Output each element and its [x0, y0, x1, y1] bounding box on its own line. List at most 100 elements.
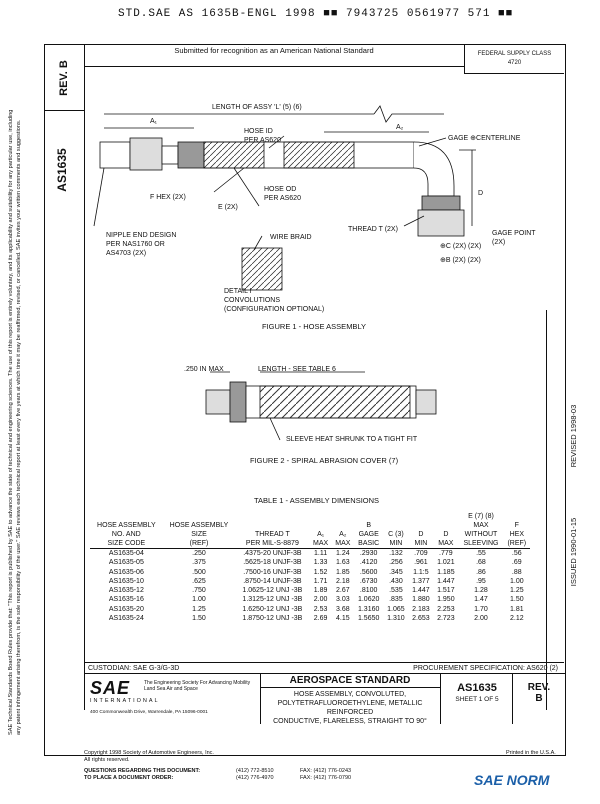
fig2-max-label: .250 IN MAX	[184, 366, 224, 373]
table-cell: 1.28	[474, 587, 488, 595]
fig1-hose-od-label: HOSE OD	[264, 186, 297, 193]
table-cell: 1.00	[509, 577, 524, 585]
title-line-3: CONDUCTIVE, FLARELESS, STRAIGHT TO 90°	[273, 718, 427, 725]
table-cell: 2.18	[336, 577, 350, 585]
table-cell: 3.68	[336, 605, 350, 613]
table-cell: 2.53	[313, 605, 328, 613]
table-header-line: HOSE ASSEMBLY	[97, 522, 156, 529]
table-cell: 1.3160	[357, 605, 380, 613]
title-line-1: HOSE ASSEMBLY, CONVOLUTED,	[293, 691, 407, 698]
rev-block: REV. B	[512, 673, 565, 724]
table-cell: .375	[192, 559, 206, 567]
table-cell: .4120	[359, 559, 378, 567]
table-cell: 1.0620	[357, 596, 380, 604]
order-label: TO PLACE A DOCUMENT ORDER:	[84, 775, 174, 781]
left-rev-label: REV.	[58, 71, 70, 96]
fig1-a2-label: A₂	[396, 124, 404, 131]
fig1-hose-id-label: HOSE ID	[244, 128, 273, 135]
figure2-abrasion-cover-drawing	[205, 371, 437, 441]
table-cell: .88	[511, 568, 522, 576]
right-date-divider	[546, 310, 547, 710]
fig1-hose-id-per: PER AS620	[244, 137, 281, 144]
table-cell: 2.723	[437, 615, 455, 623]
table-cell: 1.950	[437, 596, 455, 604]
figure1-hose-drawing	[93, 105, 476, 291]
table-cell: 2.253	[437, 605, 455, 613]
table-cell: .132	[389, 550, 403, 557]
table-header-line: NO. AND	[111, 531, 141, 538]
table-cell: 1.70	[474, 605, 488, 613]
table1-title: TABLE 1 - ASSEMBLY DIMENSIONS	[254, 496, 380, 505]
table-cell: 1.63	[336, 559, 350, 567]
table-cell: .835	[389, 596, 403, 604]
table-cell: .6730	[359, 577, 378, 585]
fig1-nipple-line3: AS4703 (2X)	[106, 250, 147, 257]
table-cell: .625	[192, 577, 206, 585]
table-cell: .8750-14 UNJF-3B	[243, 577, 302, 585]
table-cell: .961	[414, 559, 428, 567]
sae-logo-sub: INTERNATIONAL	[90, 698, 160, 704]
title-block-main: AEROSPACE STANDARD HOSE ASSEMBLY, CONVOL…	[260, 673, 440, 725]
sae-tagline: The Engineering Society For Advancing Mo…	[144, 680, 251, 692]
table-cell: 2.67	[336, 587, 350, 595]
table-cell: .2930	[359, 550, 378, 557]
table-cell: 2.00	[474, 615, 488, 623]
fig1-f-hex-label: F HEX (2X)	[150, 194, 186, 201]
table-cell: AS1635-12	[108, 587, 144, 595]
side-legal-text: SAE Technical Standards Board Rules prov…	[8, 109, 22, 735]
table-cell: .709	[414, 550, 428, 557]
table-cell: .250	[192, 550, 206, 557]
table-cell: 1.00	[192, 596, 206, 604]
sae-logo-block: SAE INTERNATIONAL The Engineering Societ…	[84, 673, 261, 724]
table-cell: .69	[511, 559, 522, 567]
document-code-line: STD.SAE AS 1635B-ENGL 1998 ■■ 7943725 05…	[118, 8, 514, 20]
table-cell: 1.47	[474, 596, 488, 604]
table-header-line: C (3)	[388, 531, 404, 538]
table-cell: 1.065	[387, 605, 405, 613]
issued-date: ISSUED 1990-01-15	[569, 517, 578, 587]
table-cell: 1.447	[412, 587, 430, 595]
fig1-d-label: D	[478, 190, 484, 197]
table-cell: .8100	[359, 587, 378, 595]
doc-number-block: AS1635 SHEET 1 OF 5	[440, 673, 513, 724]
table-cell: 1.33	[313, 559, 328, 567]
table-cell: .4375-20 UNJF-3B	[243, 550, 302, 557]
fig1-gage-point-2x: (2X)	[492, 239, 506, 246]
table-header-line: MAX	[335, 540, 351, 547]
table-header-line: D	[418, 531, 424, 538]
table-header-line: B	[366, 522, 372, 529]
table-cell: 1.24	[336, 550, 350, 557]
table-cell: 1.517	[437, 587, 455, 595]
table-cell: AS1635-04	[108, 550, 144, 557]
custodian-bar: CUSTODIAN: SAE G-3/G-3D PROCUREMENT SPEC…	[84, 662, 564, 674]
table-cell: .779	[439, 550, 453, 557]
table-header-line: THREAD T	[254, 531, 290, 538]
table-cell: 1.25	[192, 605, 206, 613]
fig1-a1-label: A₁	[150, 118, 158, 125]
sheet-number: SHEET 1 OF 5	[455, 696, 499, 703]
fig1-length-label: LENGTH OF ASSY 'L' (5) (6)	[212, 104, 302, 111]
left-column-divider	[44, 110, 84, 111]
fig1-c-label: ⊕C (2X) (2X)	[440, 243, 482, 250]
table-cell: .5600	[359, 568, 378, 576]
tel-order: (412) 776-4970	[236, 775, 274, 781]
fsc-label: FEDERAL SUPPLY CLASS	[477, 51, 552, 57]
table-header-line: E (7) (8)	[468, 513, 494, 520]
fax-questions: FAX: (412) 776-0243	[300, 768, 352, 774]
fig1-wire-braid-label: WIRE BRAID	[270, 234, 312, 241]
table-cell: 1.52	[313, 568, 328, 576]
table-cell: .7500-16 UNJF-3B	[243, 568, 302, 576]
table-cell: 4.15	[336, 615, 350, 623]
table-header-line: (REF)	[189, 540, 209, 547]
table-header-cell: C (3)MIN	[383, 512, 409, 549]
printed-in: Printed in the U.S.A.	[506, 750, 556, 756]
table-cell: .345	[389, 568, 403, 576]
